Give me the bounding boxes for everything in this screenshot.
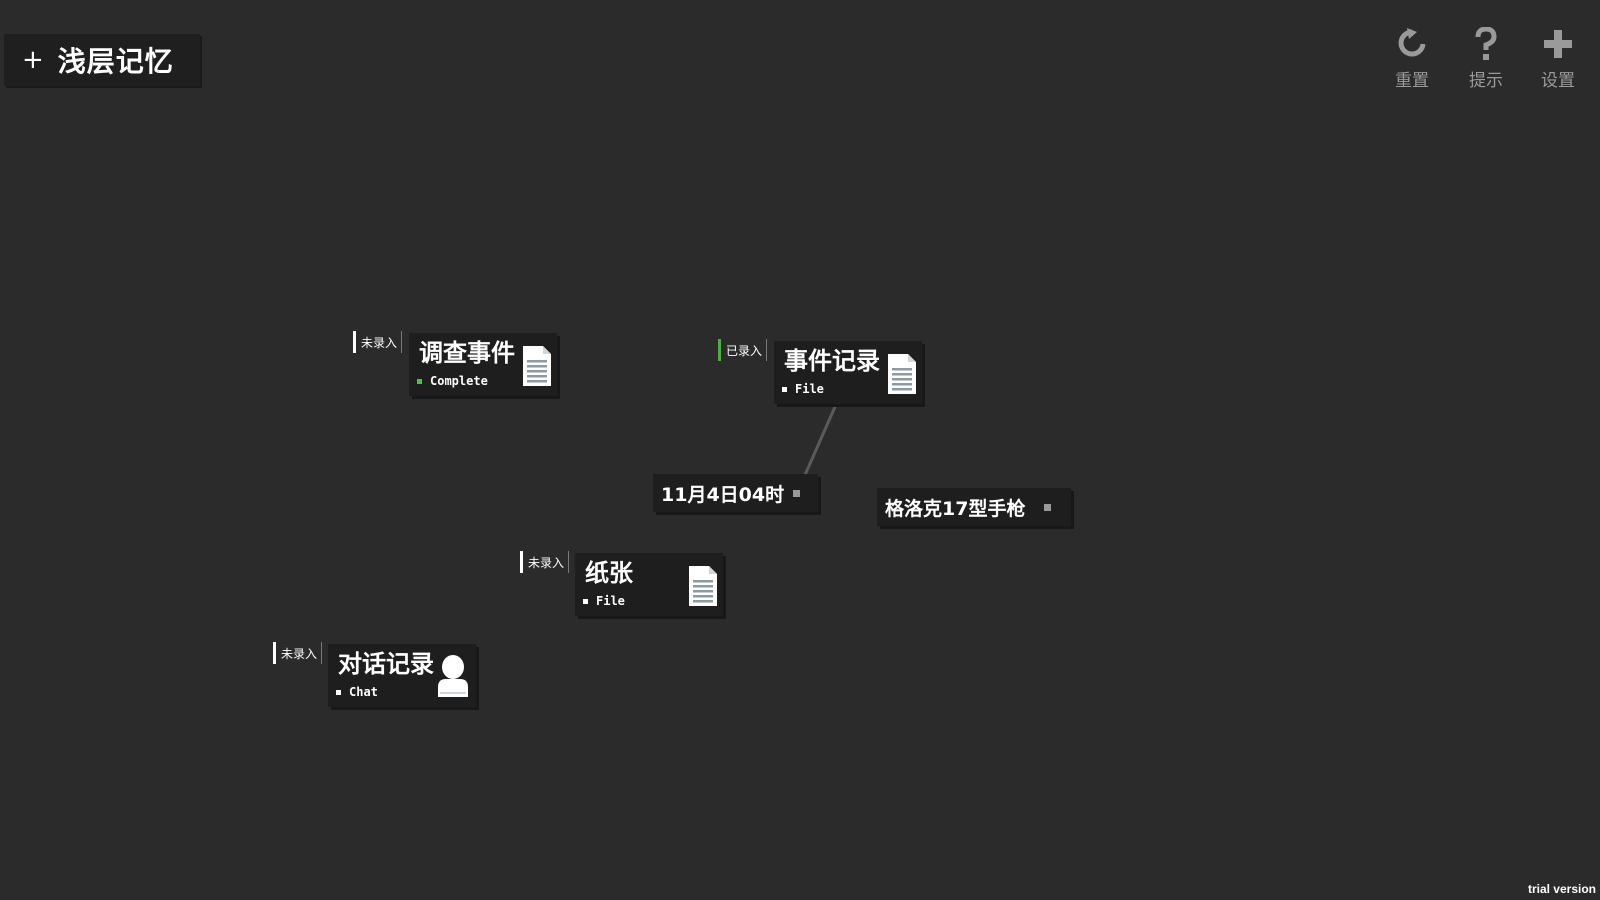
card-title: 纸张 — [585, 559, 633, 587]
question-mark-icon — [1469, 26, 1503, 62]
person-icon — [436, 655, 470, 701]
status-dot — [336, 689, 341, 695]
card-type: File — [782, 382, 824, 396]
clue-label: 11月4日04时 — [661, 483, 785, 506]
card-type: Chat — [336, 685, 378, 699]
card-type-label: Complete — [430, 374, 488, 388]
card-title: 对话记录 — [338, 650, 434, 678]
plus-icon: + — [22, 45, 44, 75]
settings-button[interactable]: 设置 — [1528, 26, 1588, 94]
status-tag-unrecorded: 未录入 — [273, 642, 323, 664]
clue-glock-17[interactable]: 格洛克17型手枪 — [877, 488, 1071, 526]
document-icon — [888, 354, 916, 398]
card-type-label: Chat — [349, 685, 378, 699]
card-event-record[interactable]: 事件记录 File — [774, 341, 922, 404]
card-chat-record[interactable]: 对话记录 Chat — [328, 644, 476, 707]
status-tag-recorded: 已录入 — [718, 339, 768, 361]
card-title: 调查事件 — [419, 339, 515, 367]
status-tag-unrecorded: 未录入 — [353, 331, 403, 353]
card-type-label: File — [596, 594, 625, 608]
card-title: 事件记录 — [784, 347, 880, 375]
clue-time[interactable]: 11月4日04时 — [653, 474, 818, 512]
document-icon — [689, 566, 717, 610]
reset-icon — [1395, 26, 1429, 62]
card-paper[interactable]: 纸张 File — [575, 553, 723, 616]
clue-anchor-dot — [1044, 504, 1051, 511]
status-dot — [782, 386, 787, 392]
memory-layer-button[interactable]: + 浅层记忆 — [4, 34, 200, 86]
reset-label: 重置 — [1395, 71, 1429, 91]
hint-label: 提示 — [1469, 71, 1503, 91]
status-tag-unrecorded: 未录入 — [520, 551, 570, 573]
card-investigate-event[interactable]: 调查事件 Complete — [409, 333, 557, 396]
document-icon — [523, 346, 551, 390]
card-type: Complete — [417, 374, 488, 388]
page-title: 浅层记忆 — [57, 45, 174, 78]
status-dot — [583, 598, 588, 604]
settings-label: 设置 — [1541, 71, 1575, 91]
reset-button[interactable]: 重置 — [1382, 26, 1442, 94]
clue-label: 格洛克17型手枪 — [885, 497, 1026, 520]
clue-anchor-dot — [793, 490, 800, 497]
card-type: File — [583, 594, 625, 608]
status-dot — [417, 378, 422, 384]
trial-version-label: trial version — [1527, 882, 1596, 896]
hint-button[interactable]: 提示 — [1456, 26, 1516, 94]
plus-cross-icon — [1541, 26, 1575, 62]
card-type-label: File — [795, 382, 824, 396]
